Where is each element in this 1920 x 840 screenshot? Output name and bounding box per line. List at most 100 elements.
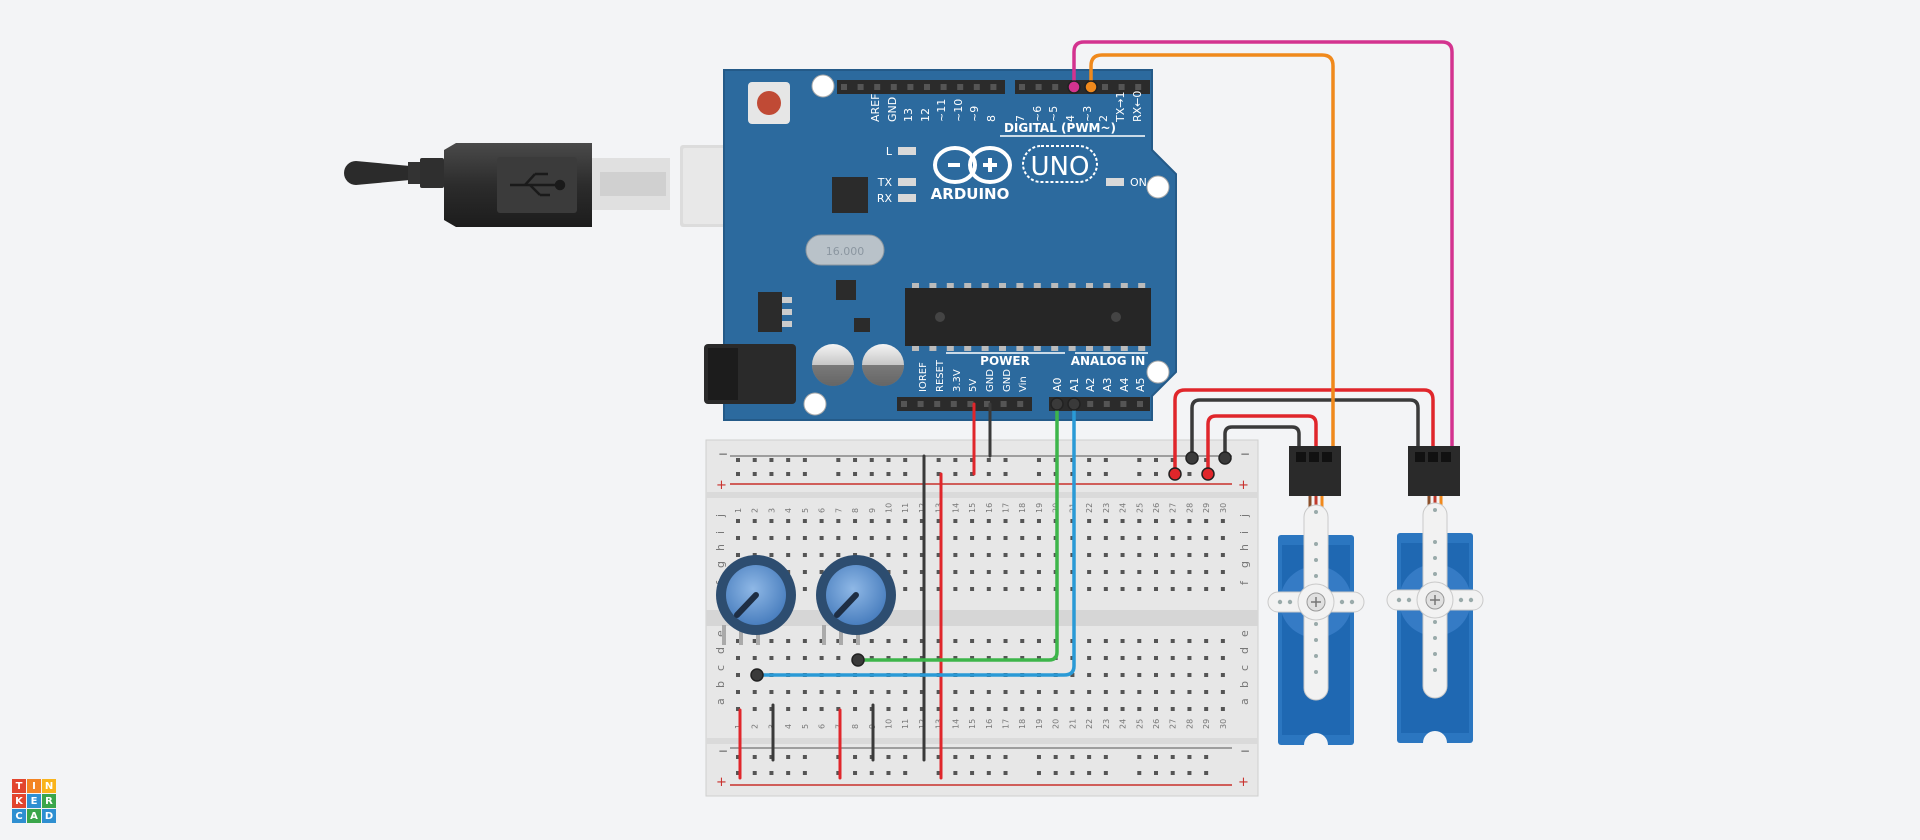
breadboard-hole[interactable] (736, 690, 740, 694)
breadboard-hole[interactable] (869, 656, 874, 660)
breadboard-hole[interactable] (752, 656, 757, 660)
rail-hole[interactable] (869, 771, 874, 775)
rail-hole[interactable] (802, 755, 807, 759)
breadboard-hole[interactable] (1036, 553, 1041, 557)
breadboard-hole[interactable] (953, 639, 958, 643)
breadboard-hole[interactable] (1003, 690, 1008, 694)
rail-hole[interactable] (869, 458, 874, 462)
breadboard-hole[interactable] (1003, 656, 1008, 660)
breadboard-hole[interactable] (1003, 587, 1008, 591)
header-pin[interactable] (973, 84, 980, 90)
rail-hole[interactable] (953, 472, 958, 476)
rail-hole[interactable] (1036, 458, 1041, 462)
breadboard-hole[interactable] (1220, 673, 1225, 677)
potentiometer[interactable] (816, 555, 896, 645)
breadboard-hole[interactable] (953, 707, 958, 711)
rail-hole[interactable] (736, 755, 740, 759)
breadboard-hole[interactable] (853, 690, 858, 694)
rail-hole[interactable] (1036, 472, 1041, 476)
wire-endpoint[interactable] (1084, 80, 1098, 94)
breadboard-hole[interactable] (1204, 587, 1209, 591)
breadboard-hole[interactable] (1020, 656, 1025, 660)
breadboard-hole[interactable] (1103, 639, 1108, 643)
breadboard-hole[interactable] (819, 570, 824, 574)
breadboard-hole[interactable] (1020, 536, 1025, 540)
header-pin[interactable] (1135, 84, 1142, 90)
breadboard-hole[interactable] (986, 519, 991, 523)
rail-hole[interactable] (736, 771, 740, 775)
breadboard-hole[interactable] (819, 690, 824, 694)
breadboard-hole[interactable] (802, 519, 807, 523)
wire-endpoint[interactable] (1168, 467, 1182, 481)
breadboard-hole[interactable] (919, 570, 924, 574)
header-pin[interactable] (1000, 401, 1007, 407)
breadboard-hole[interactable] (736, 536, 740, 540)
breadboard-hole[interactable] (1220, 570, 1225, 574)
rail-hole[interactable] (903, 755, 908, 759)
rail-hole[interactable] (1003, 458, 1008, 462)
breadboard-hole[interactable] (736, 673, 740, 677)
breadboard-hole[interactable] (1170, 519, 1175, 523)
breadboard-hole[interactable] (1137, 690, 1142, 694)
rail-hole[interactable] (1087, 458, 1092, 462)
rail-hole[interactable] (936, 472, 941, 476)
breadboard-hole[interactable] (1003, 553, 1008, 557)
breadboard-hole[interactable] (1187, 553, 1192, 557)
rail-hole[interactable] (936, 771, 941, 775)
breadboard-hole[interactable] (903, 707, 908, 711)
breadboard-hole[interactable] (919, 639, 924, 643)
header-pin[interactable] (890, 84, 897, 90)
breadboard-hole[interactable] (736, 553, 740, 557)
breadboard-hole[interactable] (1170, 639, 1175, 643)
wire-pin3-orange[interactable] (1089, 53, 1335, 462)
breadboard-hole[interactable] (819, 536, 824, 540)
breadboard-hole[interactable] (1036, 639, 1041, 643)
breadboard-hole[interactable] (1103, 673, 1108, 677)
breadboard-hole[interactable] (1070, 707, 1075, 711)
breadboard-hole[interactable] (1003, 519, 1008, 523)
rail-hole[interactable] (836, 771, 841, 775)
breadboard-hole[interactable] (886, 707, 891, 711)
breadboard-hole[interactable] (886, 690, 891, 694)
breadboard-hole[interactable] (1103, 536, 1108, 540)
breadboard-hole[interactable] (1154, 690, 1158, 694)
breadboard-hole[interactable] (869, 536, 874, 540)
breadboard-hole[interactable] (752, 553, 757, 557)
rail-hole[interactable] (802, 771, 807, 775)
rail-hole[interactable] (786, 771, 791, 775)
potentiometer[interactable] (716, 555, 796, 645)
breadboard-hole[interactable] (1154, 570, 1158, 574)
breadboard-hole[interactable] (903, 587, 908, 591)
breadboard-hole[interactable] (1220, 536, 1225, 540)
rail-hole[interactable] (769, 771, 774, 775)
header-pin[interactable] (874, 84, 881, 90)
rail-hole[interactable] (1053, 755, 1058, 759)
rail-hole[interactable] (736, 458, 740, 462)
breadboard-hole[interactable] (903, 553, 908, 557)
breadboard-hole[interactable] (1036, 587, 1041, 591)
rail-hole[interactable] (1204, 458, 1209, 462)
breadboard-hole[interactable] (970, 656, 975, 660)
breadboard-hole[interactable] (1170, 570, 1175, 574)
breadboard-hole[interactable] (1220, 639, 1225, 643)
breadboard-hole[interactable] (936, 707, 941, 711)
wire-servo2-power[interactable] (1206, 414, 1318, 476)
breadboard-hole[interactable] (869, 553, 874, 557)
breadboard-hole[interactable] (836, 656, 841, 660)
breadboard-hole[interactable] (1070, 673, 1075, 677)
breadboard-hole[interactable] (1170, 553, 1175, 557)
breadboard-hole[interactable] (953, 587, 958, 591)
breadboard-hole[interactable] (1087, 536, 1092, 540)
breadboard-hole[interactable] (1103, 553, 1108, 557)
breadboard-hole[interactable] (1120, 690, 1125, 694)
rail-hole[interactable] (1154, 755, 1158, 759)
breadboard-hole[interactable] (786, 519, 791, 523)
rail-hole[interactable] (953, 458, 958, 462)
wire-endpoint[interactable] (1050, 397, 1064, 411)
rail-hole[interactable] (1204, 755, 1209, 759)
breadboard-hole[interactable] (1103, 519, 1108, 523)
breadboard-hole[interactable] (869, 690, 874, 694)
breadboard-hole[interactable] (953, 553, 958, 557)
breadboard-hole[interactable] (986, 570, 991, 574)
